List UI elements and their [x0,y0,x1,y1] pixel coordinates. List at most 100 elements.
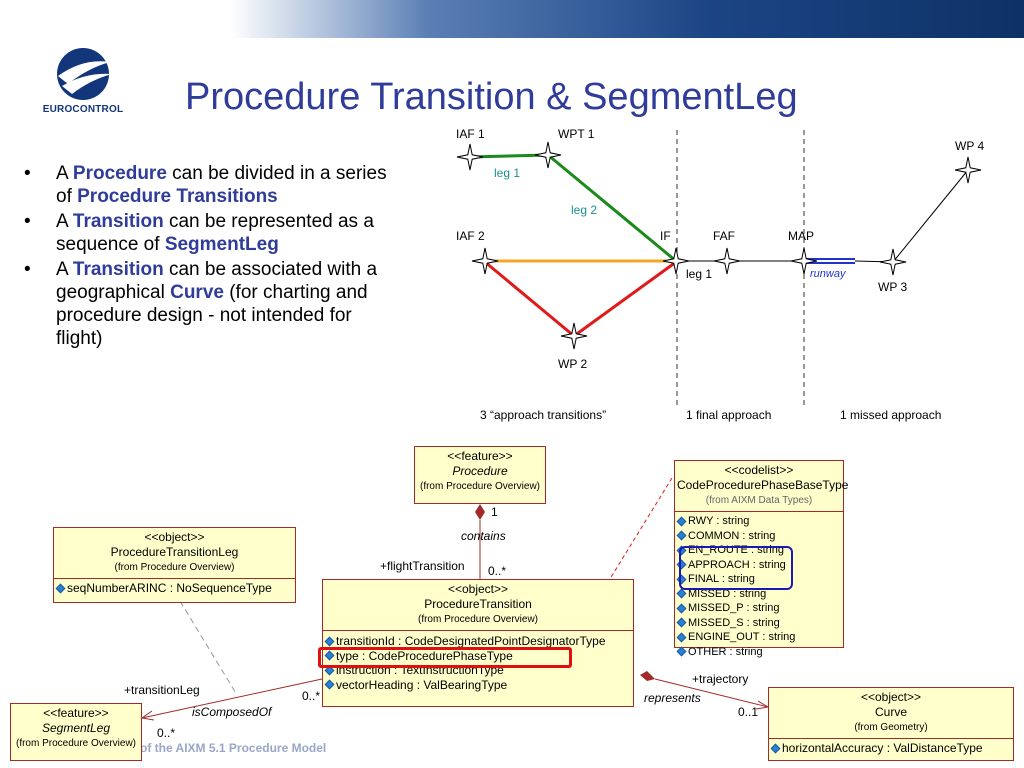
label-leg2: leg 2 [571,203,597,217]
attribute-row: COMMON : string [676,529,840,544]
attribute-list: seqNumberARINC : NoSequenceType [54,579,295,598]
attribute-row: type : CodeProcedurePhaseType [324,649,630,664]
composition-diamond-contains [475,504,485,520]
attribute-text: MISSED : string [688,587,767,600]
bullet-list: •A Procedure can be divided in a series … [18,162,390,352]
attribute-icon [676,617,687,628]
bullet-highlight: Transition [72,211,164,232]
leg-wp3-wp4 [892,169,969,263]
attribute-text: horizontalAccuracy : ValDistanceType [782,741,983,755]
role-trajectory: +trajectory [692,672,748,686]
attribute-icon [676,646,687,657]
attribute-row: OTHER : string [676,645,840,660]
leg-wp2-if [573,260,677,338]
label-runway: runway [810,268,847,280]
attribute-row: seqNumberARINC : NoSequenceType [55,581,292,596]
bullet-item: • A Transition can be associated with a g… [18,258,390,350]
attribute-text: RWY : string [688,515,750,527]
bullet-highlight: Curve [170,282,224,303]
uml-segment-leg: <<feature>> SegmentLeg (from Procedure O… [10,703,142,761]
label-is-composed-of: isComposedOf [192,705,273,719]
assoc-class-link [179,600,238,696]
attribute-row: APPROACH : string [676,558,840,573]
attribute-text: COMMON : string [688,529,776,542]
bullet-text: can be associated with a geographical [56,259,378,303]
attribute-icon [770,743,781,754]
uml-procedure-transition-leg: <<object>> ProcedureTransitionLeg (from … [53,527,296,603]
label-wp3: WP 3 [878,280,907,294]
label-represents: represents [644,691,701,705]
footer-text: of the AIXM 5.1 Procedure Model [140,741,327,755]
uml-procedure: <<feature>> Procedure (from Procedure Ov… [414,446,546,504]
class-from: (from Procedure Overview) [417,614,539,625]
class-name: Procedure [452,464,508,478]
label-iaf1: IAF 1 [456,127,485,141]
class-name: CodeProcedurePhaseBaseType [677,478,849,492]
label-wpt1: WPT 1 [558,127,595,141]
stereotype: <<feature>> [43,706,109,720]
attribute-icon [55,583,66,594]
attribute-text: FINAL : string [688,573,755,585]
attribute-row: FINAL : string [676,572,840,587]
bullet-text: A [56,259,73,280]
waypoint-star-icon-iaf2 [471,247,499,275]
label-if: IF [660,229,671,243]
mult-many-top: 0..* [488,564,506,578]
label-map: MAP [788,229,814,243]
bullet-highlight: Procedure Transitions [77,186,278,207]
label-wp4: WP 4 [955,139,984,153]
uml-curve: <<object>> Curve (from Geometry) horizon… [768,687,1014,761]
bullet-dot: • [24,259,31,280]
attribute-row: RWY : string [676,514,840,529]
waypoint-star-icon-wp2 [560,322,588,350]
assoc-represents [654,678,769,708]
waypoint-star-icon-wp4 [954,156,982,184]
uml-codelist: <<codelist>> CodeProcedurePhaseBaseType … [674,460,849,658]
stereotype: <<object>> [860,690,922,704]
role-flight-transition: +flightTransition [380,559,465,573]
attribute-row: ENGINE_OUT : string [676,630,840,645]
section-approach: 3 “approach transitions” [480,408,606,422]
mult-zero-one: 0..1 [738,705,758,719]
attribute-text: MISSED_P : string [688,602,780,614]
bullet-item: •A Procedure can be divided in a series … [18,162,390,208]
attribute-row: MISSED_P : string [676,601,840,616]
highlight-approach-final-missed [679,546,793,590]
label-leg1-final: leg 1 [686,267,712,281]
logo-text: EUROCONTROL [42,104,124,115]
bullet-text: A [56,163,73,184]
section-missed: 1 missed approach [840,408,941,422]
waypoint-star-icon-wp3 [879,248,907,276]
class-from: (from Procedure Overview) [15,738,137,749]
label-leg1-top: leg 1 [494,166,520,180]
class-name: Curve [874,705,907,719]
attribute-row: horizontalAccuracy : ValDistanceType [770,741,1010,756]
bullet-dot: • [24,211,31,232]
mult-many-bottom: 0..* [157,726,175,740]
attribute-icon [676,632,687,643]
attribute-icon [676,603,687,614]
waypoint-star-icon-wpt1 [534,141,562,169]
mult-many-left: 0..* [302,689,320,703]
attribute-text: vectorHeading : ValBearingType [336,677,508,692]
waypoint-star-icon-if [662,247,690,275]
bullet-text: (for charting and procedure design - not… [56,282,368,349]
leg-iaf2-wp2 [484,260,575,338]
uml-procedure-transition: <<object>> ProcedureTransition (from Pro… [322,579,634,707]
attribute-list: horizontalAccuracy : ValDistanceType [769,739,1013,758]
bullet-text: A [56,211,73,232]
bullet-dot: • [24,163,31,184]
attribute-text: seqNumberARINC : NoSequenceType [67,581,272,595]
stereotype: <<codelist>> [724,463,794,477]
attribute-icon [324,636,335,647]
stereotype: <<object>> [144,530,205,544]
eurocontrol-logo-icon [57,48,112,100]
page-title: Procedure Transition & SegmentLeg [185,76,798,118]
bullet-highlight: Transition [72,259,164,280]
section-final: 1 final approach [686,408,771,422]
top-banner-light [0,0,230,38]
bullet-highlight: Procedure [72,163,167,184]
role-transition-leg: +transitionLeg [124,683,200,697]
attribute-icon [324,679,335,690]
